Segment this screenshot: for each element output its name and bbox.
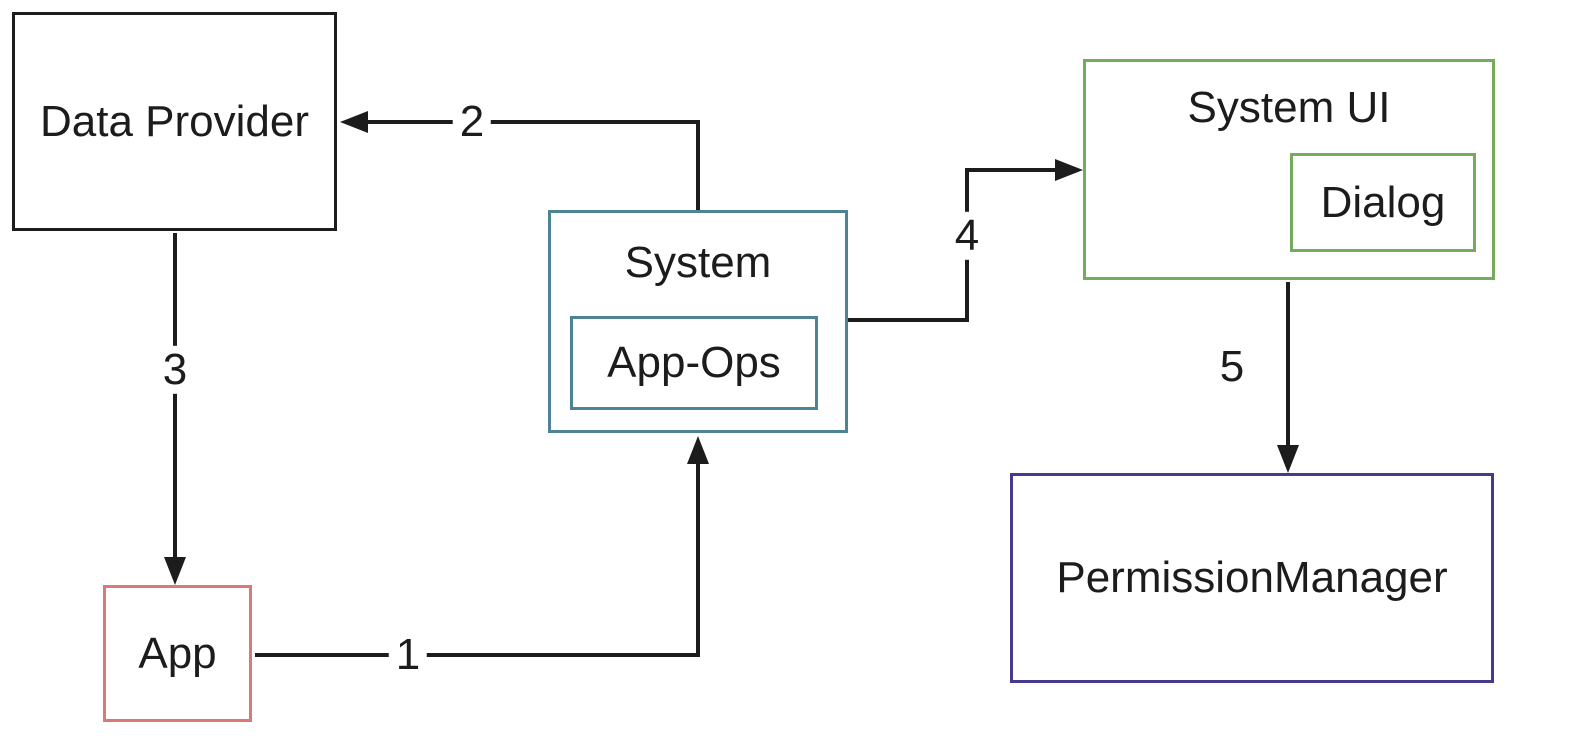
- node-system-ui: System UI Dialog: [1083, 59, 1495, 280]
- node-system-label: System: [624, 238, 772, 287]
- edge-2-label: 2: [452, 97, 492, 147]
- edge-1-arrow: [255, 436, 709, 657]
- node-permission-manager: PermissionManager: [1010, 473, 1494, 683]
- edge-3-label: 3: [155, 345, 195, 395]
- edge-4-label: 4: [947, 211, 987, 261]
- node-dialog: Dialog: [1290, 153, 1476, 252]
- node-dialog-label: Dialog: [1320, 177, 1446, 227]
- node-data-provider: Data Provider: [12, 12, 337, 231]
- edge-1-label: 1: [388, 630, 428, 680]
- edge-2-arrow: [340, 111, 700, 212]
- edge-3-arrow: [164, 233, 186, 585]
- edge-5-label: 5: [1212, 342, 1252, 392]
- node-system-ui-label: System UI: [1187, 83, 1391, 132]
- node-app-ops-label: App-Ops: [607, 338, 781, 387]
- edge-5-arrow: [1277, 282, 1299, 473]
- node-data-provider-label: Data Provider: [39, 96, 309, 146]
- node-app-label: App: [138, 628, 217, 678]
- node-app: App: [103, 585, 252, 722]
- node-permission-manager-label: PermissionManager: [1056, 553, 1448, 602]
- node-system: System App-Ops: [548, 210, 848, 433]
- node-app-ops: App-Ops: [570, 316, 818, 410]
